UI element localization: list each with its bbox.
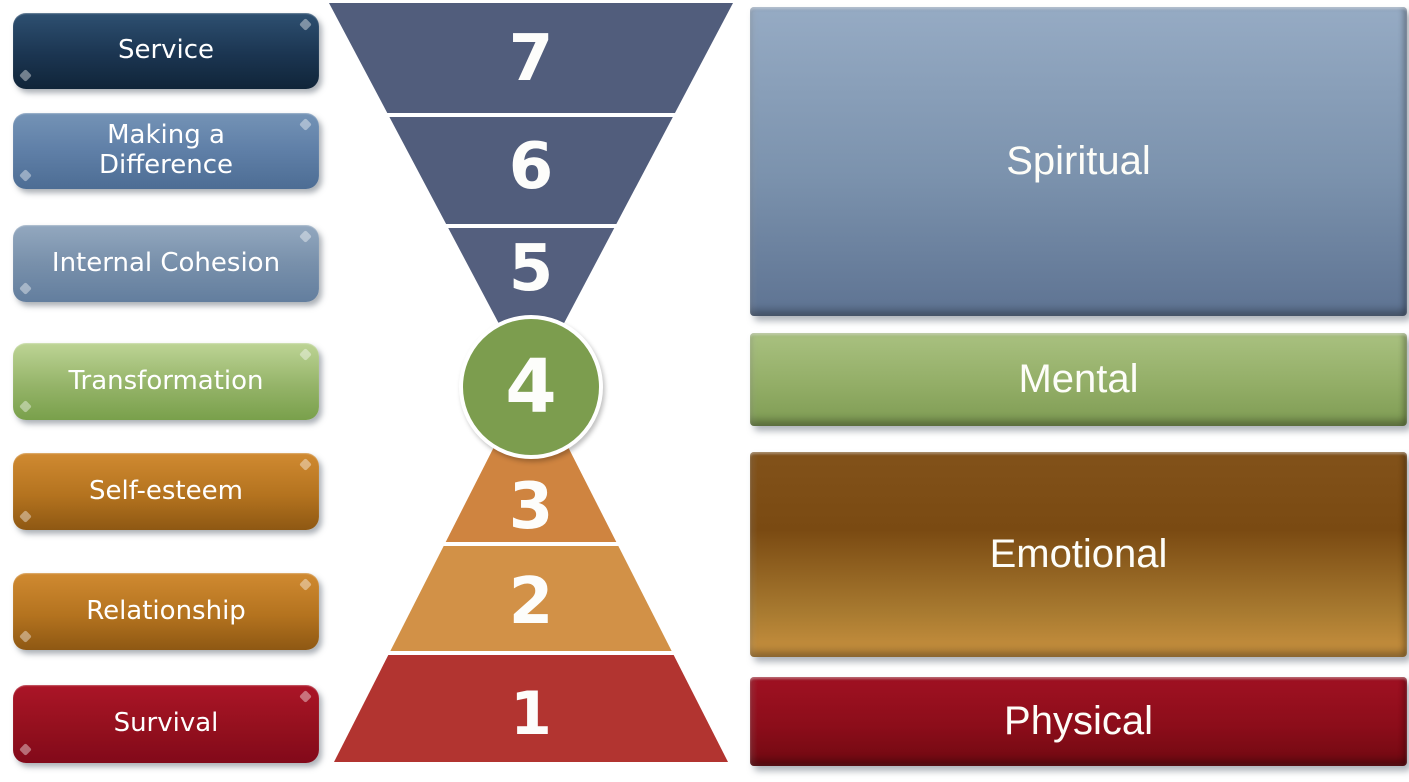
funnel-number-7: 7	[508, 22, 554, 96]
category-box-physical: Physical	[750, 677, 1407, 766]
level-button-label: Making a Difference	[98, 120, 234, 180]
category-box-spiritual: Spiritual	[750, 7, 1407, 316]
pyramid-number-2: 2	[508, 565, 554, 639]
level-button-making-a-difference: Making a Difference	[13, 113, 319, 189]
circle-level-4: 4	[459, 315, 603, 459]
level-button-label: Service	[117, 35, 215, 66]
funnel-number-6: 6	[508, 130, 554, 204]
category-label: Spiritual	[1006, 139, 1151, 183]
level-button-label: Self-esteem	[89, 475, 243, 506]
level-button-label: Survival	[113, 708, 219, 739]
funnel-number-5: 5	[508, 232, 554, 306]
category-label: Emotional	[989, 532, 1168, 576]
level-button-survival: Survival	[13, 685, 319, 763]
category-label: Physical	[1004, 699, 1153, 743]
level-button-label: Internal Cohesion	[51, 247, 281, 278]
category-box-emotional: Emotional	[750, 452, 1407, 657]
category-label: Mental	[1018, 357, 1139, 401]
level-button-label: Relationship	[86, 595, 246, 626]
level-button-transformation: Transformation	[13, 343, 319, 420]
level-button-self-esteem: Self-esteem	[13, 453, 319, 530]
level-button-service: Service	[13, 13, 319, 89]
pyramid-number-1: 1	[510, 679, 552, 749]
circle-number-4: 4	[505, 344, 557, 430]
level-button-internal-cohesion: Internal Cohesion	[13, 225, 319, 302]
pyramid-number-3: 3	[508, 470, 554, 544]
level-button-label: Transformation	[68, 365, 264, 396]
category-box-mental: Mental	[750, 333, 1407, 426]
level-button-relationship: Relationship	[13, 573, 319, 650]
